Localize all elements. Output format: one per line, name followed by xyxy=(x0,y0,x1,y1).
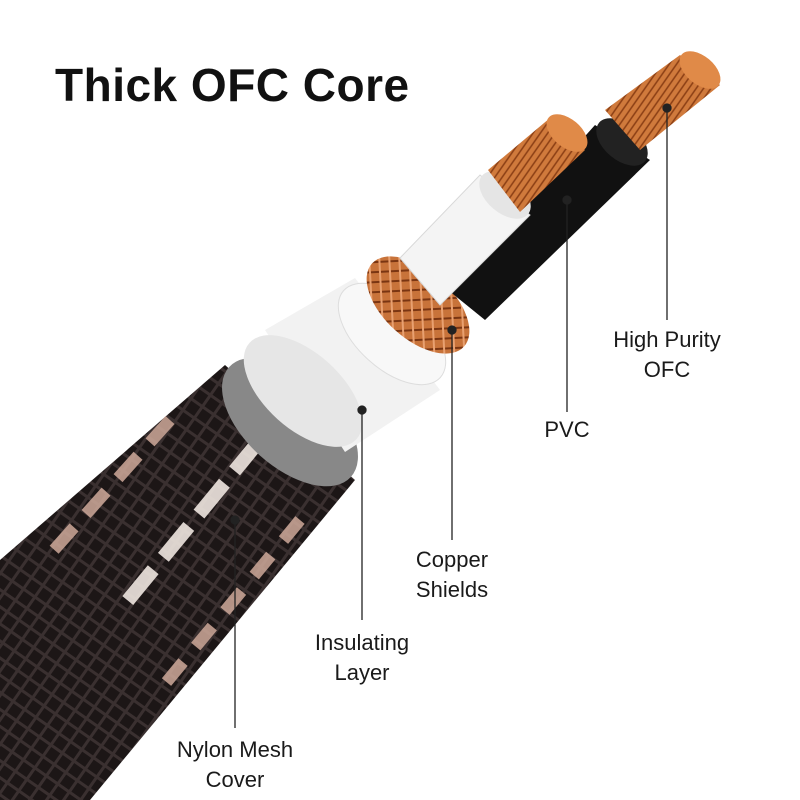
page-title: Thick OFC Core xyxy=(55,59,410,111)
jacket-stripe xyxy=(155,516,305,694)
label-insulating-layer: Insulating Layer xyxy=(302,628,422,688)
label-nylon-mesh-cover: Nylon Mesh Cover xyxy=(165,735,305,795)
label-high-purity-ofc: High Purity OFC xyxy=(600,325,734,385)
label-line: Shields xyxy=(415,577,489,602)
leader-lines xyxy=(230,103,672,728)
label-line: Copper xyxy=(415,547,489,572)
leader-dot-nylon-mesh-cover xyxy=(230,515,240,525)
jacket-stripe xyxy=(40,416,175,564)
label-line: Insulating xyxy=(314,630,410,655)
label-line: PVC xyxy=(544,417,590,442)
jacket-stripe xyxy=(114,435,266,615)
label-pvc: PVC xyxy=(530,415,604,445)
leader-dot-insulating-layer xyxy=(357,405,367,415)
insulating-layer xyxy=(243,278,447,452)
leader-dot-high-purity-ofc xyxy=(662,103,672,113)
pvc-conductor xyxy=(448,51,721,320)
label-line: High Purity xyxy=(613,327,721,352)
label-line: Cover xyxy=(205,767,265,792)
label-line: Nylon Mesh xyxy=(176,737,294,762)
white-conductor xyxy=(399,114,588,306)
label-line: Layer xyxy=(334,660,390,685)
copper-braid-shield xyxy=(366,256,470,354)
label-copper-shields: Copper Shields xyxy=(402,545,502,605)
leader-dot-copper-shields xyxy=(447,325,457,335)
leader-dot-pvc xyxy=(562,195,572,205)
label-line: OFC xyxy=(643,357,691,382)
